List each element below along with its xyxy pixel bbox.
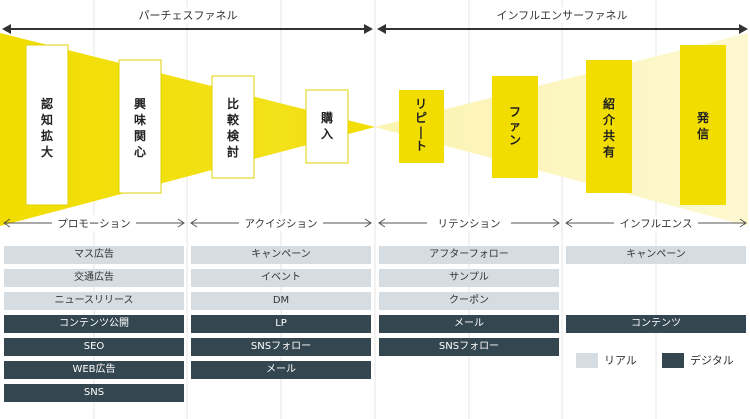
box-referral-char: 紹 bbox=[603, 96, 615, 111]
tactic-chip: SEO bbox=[4, 338, 184, 356]
purchase-funnel-label: パーチェスファネル bbox=[139, 9, 238, 22]
box-awareness: 認 知 拡 大 bbox=[25, 44, 69, 206]
tactic-chip: キャンペーン bbox=[191, 246, 371, 264]
box-broadcast-char: 発 bbox=[696, 110, 710, 125]
tactic-chip: 交通広告 bbox=[4, 269, 184, 287]
box-purchase-char: 購 bbox=[320, 110, 333, 125]
box-purchase: 購 入 bbox=[305, 89, 349, 164]
box-interest-char: 関 bbox=[134, 129, 146, 143]
tactic-chip: クーポン bbox=[379, 292, 559, 310]
box-awareness-char: 知 bbox=[40, 112, 53, 127]
box-referral-char: 有 bbox=[603, 144, 615, 159]
box-referral-char: 共 bbox=[603, 128, 615, 143]
box-interest-char: 心 bbox=[134, 145, 146, 159]
box-awareness-char: 認 bbox=[41, 96, 53, 111]
box-interest-char: 興 bbox=[134, 96, 146, 111]
tactic-chip: LP bbox=[191, 315, 371, 333]
box-fan: フ ァ ン bbox=[492, 76, 538, 178]
tactic-chip: SNS bbox=[4, 384, 184, 402]
box-comparison-char: 比 bbox=[227, 96, 239, 111]
box-repeat-char: ト bbox=[415, 139, 427, 153]
box-fan-char: ン bbox=[509, 133, 521, 147]
tactic-chip: サンプル bbox=[379, 269, 559, 287]
tactic-chip: ニュースリリース bbox=[4, 292, 184, 310]
box-repeat-char: ピ bbox=[415, 111, 427, 125]
tactic-chip: メール bbox=[379, 315, 559, 333]
legend-label-real: リアル bbox=[604, 354, 637, 367]
box-fan-char: ァ bbox=[509, 119, 521, 133]
influencer-funnel-shape bbox=[375, 33, 748, 226]
legend-swatch-real bbox=[576, 353, 598, 368]
box-purchase-char: 入 bbox=[321, 127, 333, 141]
tactic-chip: メール bbox=[191, 361, 371, 379]
box-fan-char: フ bbox=[509, 105, 521, 119]
background-grid bbox=[93, 0, 657, 419]
stage-label-promotion: プロモーション bbox=[57, 218, 130, 230]
tactic-chip: アフターフォロー bbox=[379, 246, 559, 264]
box-comparison: 比 較 検 討 bbox=[211, 75, 255, 179]
stage-label-retention: リテンション bbox=[438, 218, 501, 230]
box-repeat: リ ピ | ト bbox=[399, 90, 444, 163]
box-repeat-char: | bbox=[419, 125, 423, 139]
tactic-chip: SNSフォロー bbox=[379, 338, 559, 356]
box-broadcast-char: 信 bbox=[697, 126, 709, 141]
purchase-funnel-arrow: パーチェスファネル bbox=[2, 7, 373, 34]
box-interest: 興 味 関 心 bbox=[118, 59, 162, 194]
tactic-chip: コンテンツ公開 bbox=[4, 315, 184, 333]
tactic-chip: マス広告 bbox=[4, 246, 184, 264]
influencer-funnel-arrow: インフルエンサーファネル bbox=[377, 7, 748, 34]
box-comparison-char: 較 bbox=[227, 112, 240, 127]
legend-swatch-digital bbox=[662, 353, 684, 368]
box-awareness-char: 拡 bbox=[41, 128, 53, 143]
tactic-chip: WEB広告 bbox=[4, 361, 184, 379]
box-referral-char: 介 bbox=[602, 112, 616, 127]
stage-labels: プロモーション アクイジション リテンション インフルエンス bbox=[52, 215, 698, 231]
tactic-chip: DM bbox=[191, 292, 371, 310]
tactic-chip: キャンペーン bbox=[566, 246, 746, 264]
box-comparison-char: 討 bbox=[227, 144, 239, 159]
influencer-funnel-label: インフルエンサーファネル bbox=[496, 9, 627, 22]
box-interest-char: 味 bbox=[134, 112, 146, 127]
tactic-chip: SNSフォロー bbox=[191, 338, 371, 356]
box-broadcast: 発 信 bbox=[680, 45, 726, 205]
box-repeat-char: リ bbox=[415, 97, 427, 111]
box-awareness-char: 大 bbox=[41, 144, 53, 159]
purchase-funnel-shape bbox=[0, 33, 375, 226]
stage-label-influence: インフルエンス bbox=[620, 218, 693, 230]
legend-label-digital: デジタル bbox=[690, 354, 734, 367]
tactic-chip: コンテンツ bbox=[566, 315, 746, 333]
tactic-chip: イベント bbox=[191, 269, 371, 287]
box-comparison-char: 検 bbox=[227, 128, 240, 143]
stage-label-acquisition: アクイジション bbox=[245, 218, 318, 230]
box-referral: 紹 介 共 有 bbox=[586, 60, 632, 193]
